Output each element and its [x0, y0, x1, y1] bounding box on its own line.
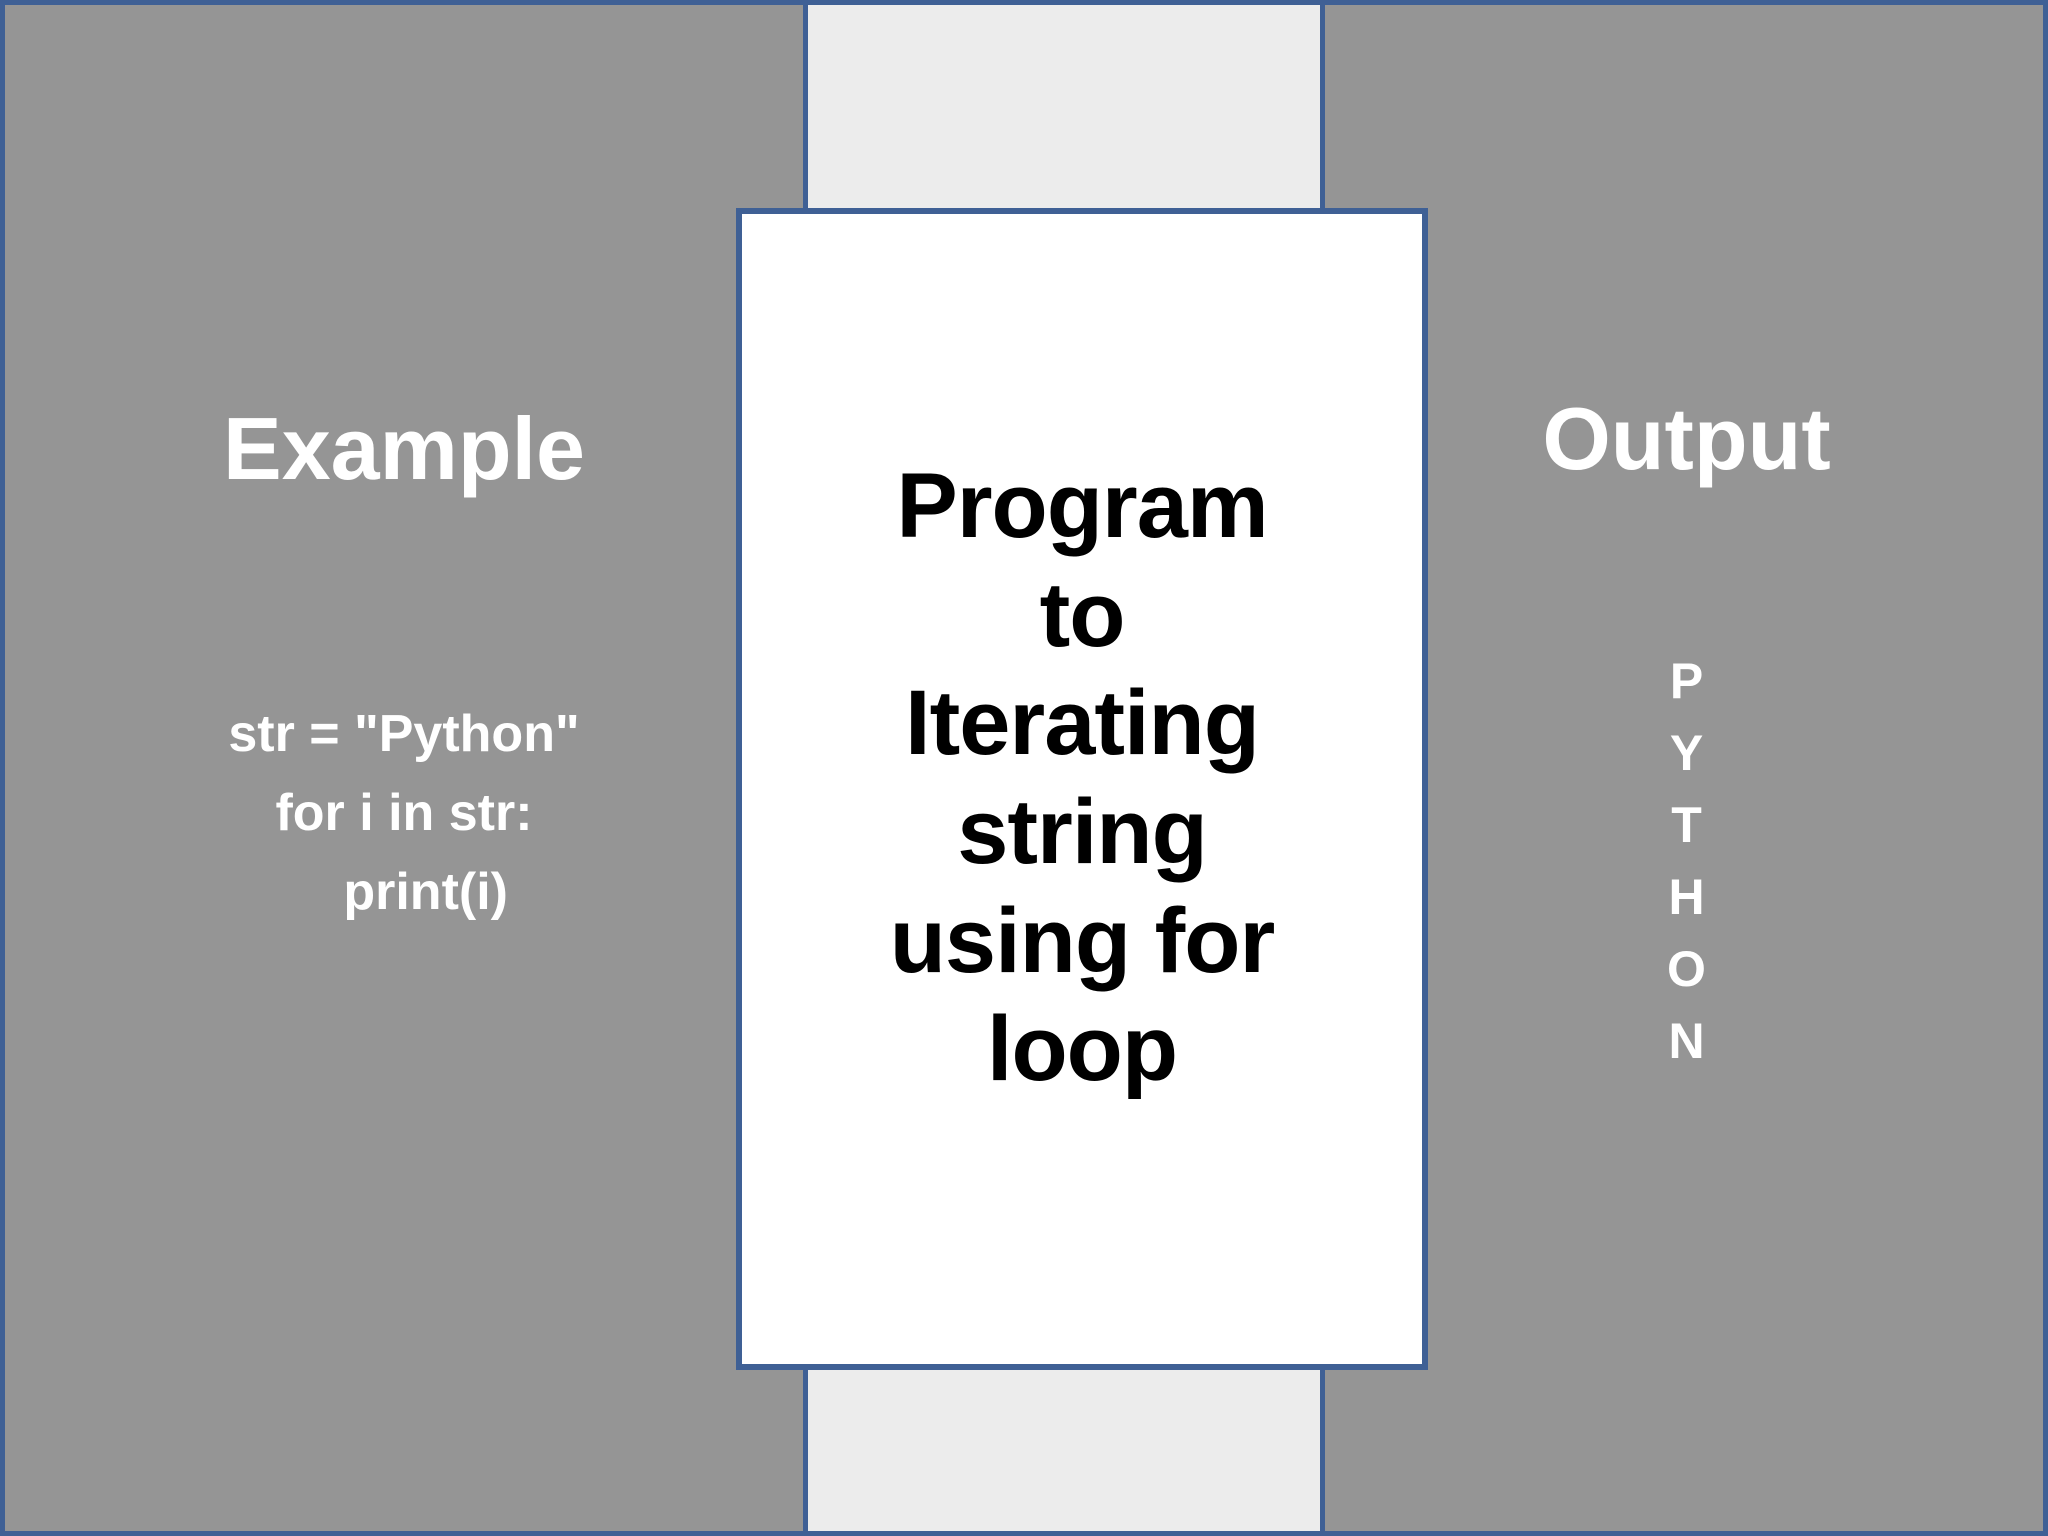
- code-line: print(i): [300, 863, 508, 922]
- title-card: Program to Iterating string using for lo…: [736, 208, 1428, 1370]
- example-panel: [5, 5, 808, 1531]
- output-letter: O: [1667, 941, 1706, 997]
- output-letter: P: [1669, 653, 1704, 709]
- output-panel: [1318, 5, 2043, 1531]
- output-letter: T: [1671, 797, 1702, 853]
- title-card-text: Program to Iterating string using for lo…: [889, 455, 1276, 1101]
- code-line: str = "Python": [228, 705, 580, 763]
- output-letter: Y: [1669, 725, 1704, 781]
- output-letters-list: P Y T H O N: [1325, 645, 2043, 1077]
- output-heading: Output: [1542, 389, 1831, 488]
- output-letter: N: [1668, 1013, 1705, 1069]
- output-letter: H: [1668, 869, 1705, 925]
- example-heading: Example: [223, 399, 585, 498]
- example-code-block: str = "Python" for i in str: print(i): [5, 695, 803, 932]
- code-line: for i in str:: [275, 784, 533, 843]
